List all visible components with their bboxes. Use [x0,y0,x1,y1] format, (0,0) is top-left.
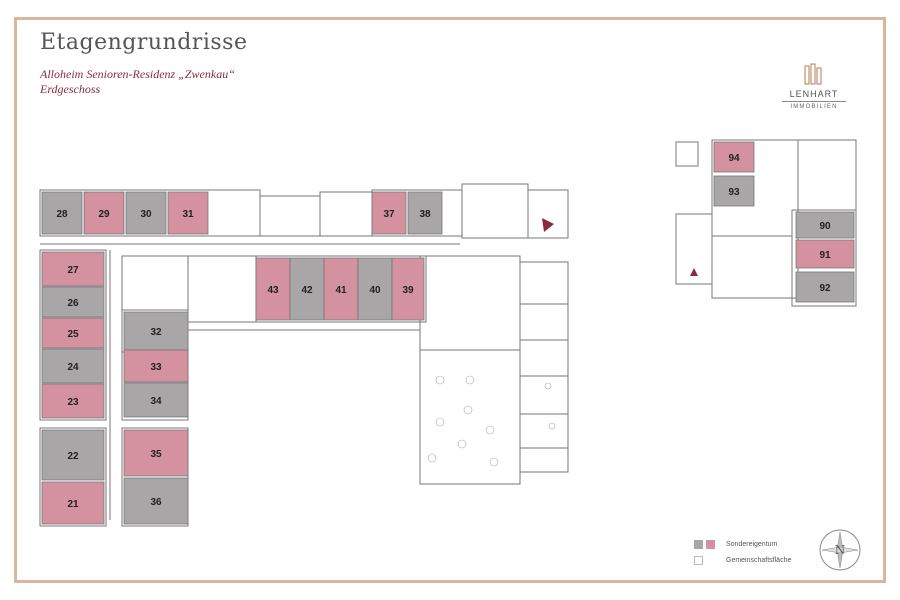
unit-label: 41 [335,285,347,296]
unit-91 [795,239,855,269]
unit-21 [41,481,105,525]
unit-34 [123,382,189,418]
unit-label: 32 [150,327,162,338]
entrance-arrow-icon [690,268,698,276]
company-logo: LENHART IMMOBILIEN [782,62,846,110]
unit-label: 29 [98,209,110,220]
unit-label: 38 [419,209,431,220]
unit-37 [371,191,407,235]
legend-item-sondereigentum: Sondereigentum [694,536,791,552]
unit-label: 42 [301,285,313,296]
unit-94 [713,141,755,173]
unit-label: 40 [369,285,381,296]
unit-92 [795,271,855,303]
unit-label: 36 [150,497,162,508]
floor-label: Erdgeschoss [40,82,101,96]
unit-label: 34 [150,396,162,407]
unit-label: 25 [67,329,79,340]
unit-31 [167,191,209,235]
unit-22 [41,429,105,481]
legend-swatch-pink [706,539,715,549]
unit-27 [41,251,105,287]
entrance-markers [542,218,698,276]
unit-25 [41,317,105,349]
unit-39 [391,257,425,321]
unit-93 [713,175,755,207]
logo-subtitle: IMMOBILIEN [790,104,838,110]
unit-label: 37 [383,209,395,220]
unit-24 [41,348,105,384]
unit-label: 28 [56,209,68,220]
compass-icon: N [819,529,861,571]
logo-name: LENHART [782,89,846,102]
unit-label: 92 [819,283,831,294]
unit-32 [123,311,189,351]
unit-29 [83,191,125,235]
unit-label: 91 [819,250,831,261]
furniture [427,375,556,467]
legend: Sondereigentum Gemeinschaftsfläche [694,536,791,568]
logo-mark-icon [804,63,822,85]
legend-swatch-white [694,555,703,565]
page-title: Etagengrundrisse [40,30,248,55]
unit-38 [407,191,443,235]
unit-label: 24 [67,362,79,373]
unit-28 [41,191,83,235]
legend-item-gemeinschaftsflaeche: Gemeinschaftsfläche [694,552,791,568]
legend-label: Gemeinschaftsfläche [726,556,792,564]
apartment-units: 28 29 30 31 37 38 27 26 25 24 23 22 21 32 33 34 35 36 43 42… [41,141,855,525]
unit-33 [123,349,189,383]
unit-90 [795,211,855,239]
unit-26 [41,286,105,318]
unit-label: 27 [67,265,79,276]
unit-label: 39 [402,285,414,296]
page-subtitle: Alloheim Senioren-Residenz „Zwenkau“ [40,67,235,81]
unit-label: 33 [150,362,162,373]
unit-label: 30 [140,209,152,220]
legend-label: Sondereigentum [726,540,778,548]
unit-label: 26 [67,298,79,309]
unit-label: 21 [67,499,79,510]
unit-label: 22 [67,451,79,462]
unit-label: 90 [819,221,831,232]
unit-label: 31 [182,209,194,220]
unit-label: 43 [267,285,279,296]
unit-41 [323,257,359,321]
unit-23 [41,383,105,419]
legend-swatch-grey [694,539,703,549]
unit-43 [255,257,291,321]
unit-label: 35 [150,449,162,460]
compass-letter: N [835,543,846,557]
unit-36 [123,477,189,525]
unit-label: 93 [728,187,740,198]
unit-30 [125,191,167,235]
entrance-arrow-icon [542,218,554,232]
unit-35 [123,429,189,477]
unit-label: 94 [728,153,740,164]
unit-label: 23 [67,397,79,408]
